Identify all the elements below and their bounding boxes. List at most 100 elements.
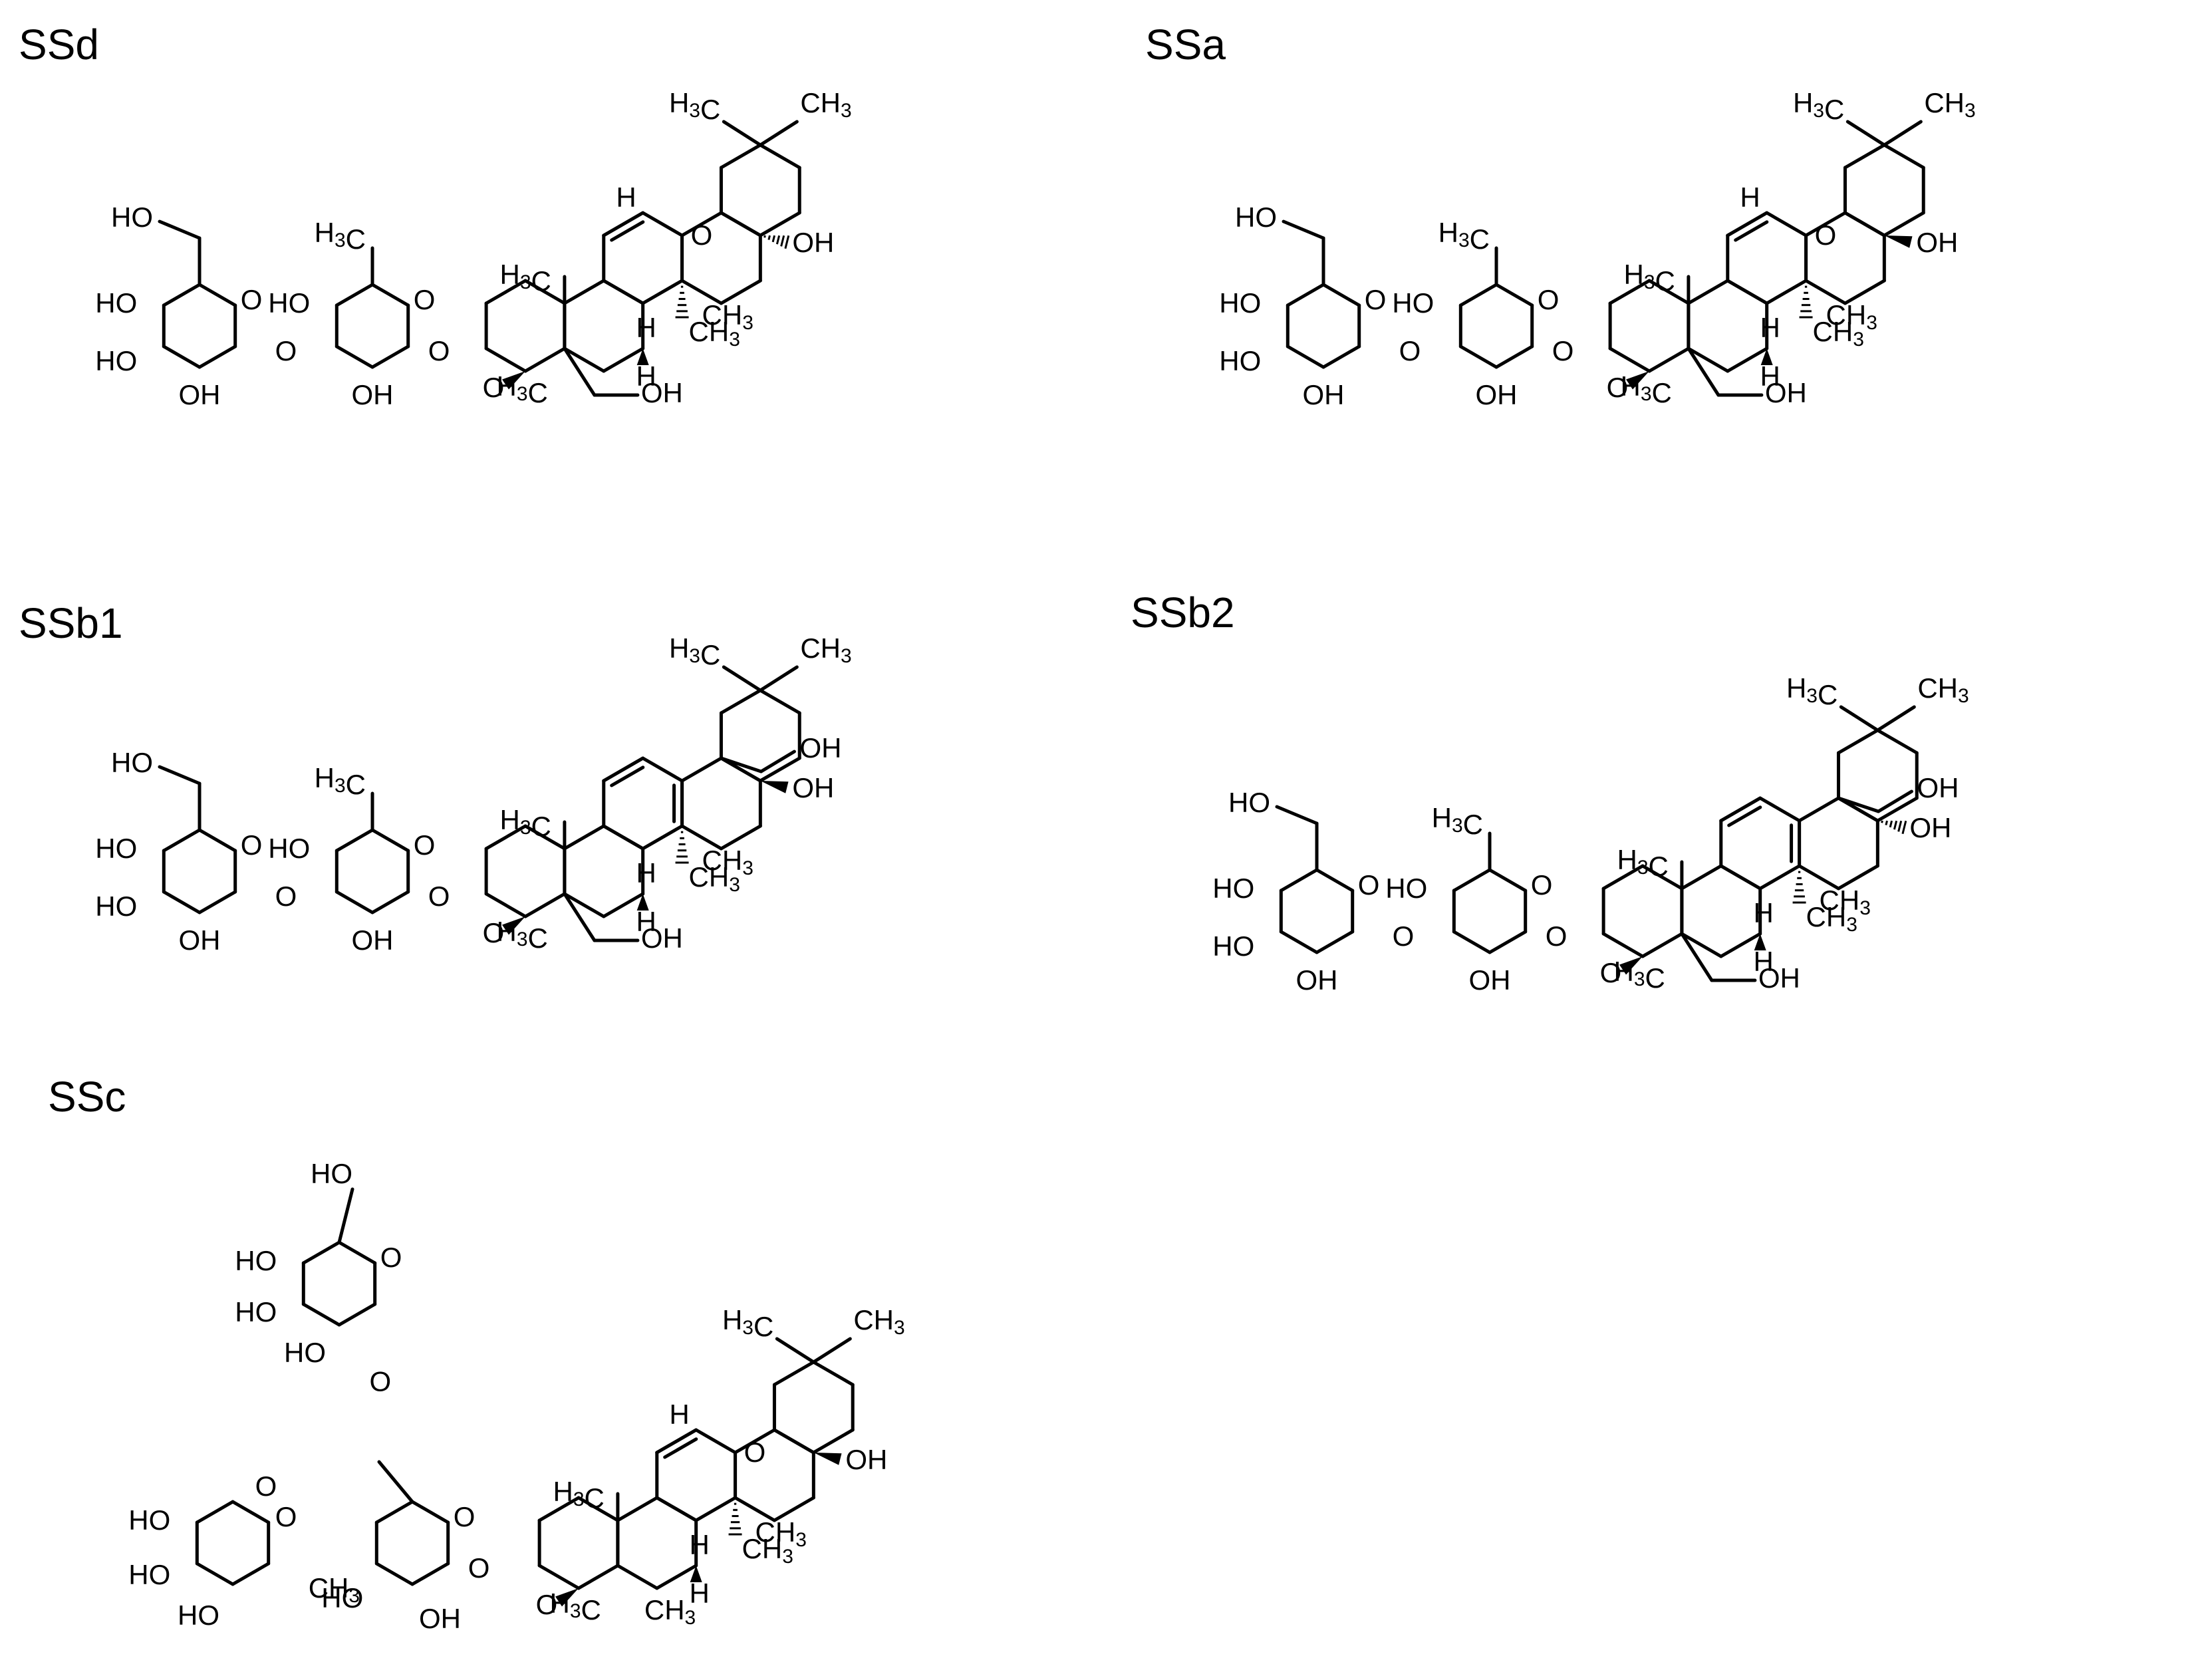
bond <box>337 1302 377 1327</box>
atom-label-o: O <box>468 1552 490 1584</box>
atom-label-ho: HO <box>128 1504 170 1536</box>
atom-label-ho: HO <box>128 1559 170 1590</box>
atom-label-o: O <box>275 1501 297 1532</box>
atom-label-oh: OH <box>1916 227 1958 258</box>
bond <box>1804 279 1847 305</box>
bond <box>719 279 762 305</box>
bond <box>484 892 527 918</box>
bond <box>1687 347 1720 397</box>
bond <box>1836 864 1879 891</box>
wedge-bond <box>636 349 649 365</box>
bond <box>1843 211 1886 237</box>
atom-label-o: O <box>275 335 297 366</box>
atom-label-oh: OH <box>1303 379 1345 410</box>
atom-label-h3c: H3C <box>1793 87 1844 125</box>
atom-label-o: O <box>370 1366 392 1397</box>
atom-label-oh: OH <box>1765 377 1807 408</box>
bond <box>1726 347 1769 373</box>
bond <box>1641 864 1684 891</box>
atom-label-h3c: H3C <box>1786 672 1838 710</box>
bond <box>198 283 237 307</box>
atom-label-ho: HO <box>95 891 137 922</box>
atom-label-o: O <box>1546 920 1568 952</box>
atom-label-ho: HO <box>1392 287 1434 319</box>
atom-label-ho: HO <box>268 833 310 864</box>
atom-label-h3c: H3C <box>1432 802 1483 840</box>
bond <box>602 892 645 918</box>
bond <box>577 1496 620 1522</box>
atom-label-h: H <box>1753 946 1773 977</box>
bond <box>537 1496 581 1522</box>
atom-label-o: O <box>428 881 450 912</box>
bond <box>680 279 723 305</box>
atom-label-ho: HO <box>235 1296 277 1328</box>
bond <box>1875 705 1916 732</box>
bond <box>370 345 410 369</box>
bond <box>1279 930 1319 954</box>
atom-label-o: O <box>1552 335 1574 366</box>
bond <box>1601 864 1645 891</box>
compound-label-ssd: SSd <box>19 21 99 69</box>
bond <box>335 345 374 369</box>
atom-label-ch3: CH3 <box>853 1304 904 1339</box>
wedge-bond <box>1754 934 1766 950</box>
bond <box>484 347 527 373</box>
bond <box>1647 279 1691 305</box>
bond <box>719 688 762 715</box>
bond <box>1494 283 1534 307</box>
wedge-bond <box>502 371 525 390</box>
atom-label-ho: HO <box>111 202 153 233</box>
atom-label-h3c: H3C <box>1438 217 1490 255</box>
bond <box>602 347 645 373</box>
bond <box>537 1564 581 1590</box>
hash-bond <box>771 235 775 243</box>
atom-label-h: H <box>636 360 656 392</box>
bond <box>1719 864 1762 891</box>
bond <box>370 890 410 914</box>
bond <box>563 347 606 373</box>
bond <box>1719 932 1762 958</box>
atom-label-o: O <box>380 1242 402 1273</box>
bond <box>655 1496 698 1522</box>
bond <box>734 1428 776 1455</box>
bond <box>563 892 597 942</box>
atom-label-ho: HO <box>95 345 137 376</box>
bond <box>1687 347 1730 373</box>
atom-label-oh: OH <box>352 379 394 410</box>
bond <box>1765 211 1808 237</box>
atom-label-o: O <box>241 829 263 861</box>
bond <box>1279 868 1319 893</box>
bond <box>1315 868 1355 893</box>
atom-label-oh: OH <box>792 772 834 803</box>
atom-label-ch3: CH3 <box>689 861 740 896</box>
atom-label-o: O <box>1393 920 1415 952</box>
atom-label-oh: OH <box>352 924 394 956</box>
atom-label-oh: OH <box>792 227 834 258</box>
bond <box>1680 932 1714 982</box>
bond <box>641 756 684 783</box>
bond <box>610 766 645 787</box>
atom-label-h: H <box>689 1578 709 1609</box>
atom-label-o: O <box>1365 284 1387 315</box>
bond <box>719 756 763 773</box>
bond <box>563 824 606 851</box>
bond <box>577 1564 620 1590</box>
bond <box>694 1428 738 1455</box>
atom-label-oh: OH <box>1469 964 1511 996</box>
bond <box>195 1500 235 1524</box>
atom-label-oh: OH <box>419 1603 461 1634</box>
bond <box>680 756 723 783</box>
bond <box>1647 347 1691 373</box>
hash-bond <box>1897 820 1903 832</box>
atom-label-oh: OH <box>1909 812 1951 843</box>
bond <box>1875 796 1919 823</box>
bond <box>641 211 684 237</box>
compound-label-ssc: SSc <box>48 1073 126 1121</box>
bond <box>1641 932 1684 958</box>
